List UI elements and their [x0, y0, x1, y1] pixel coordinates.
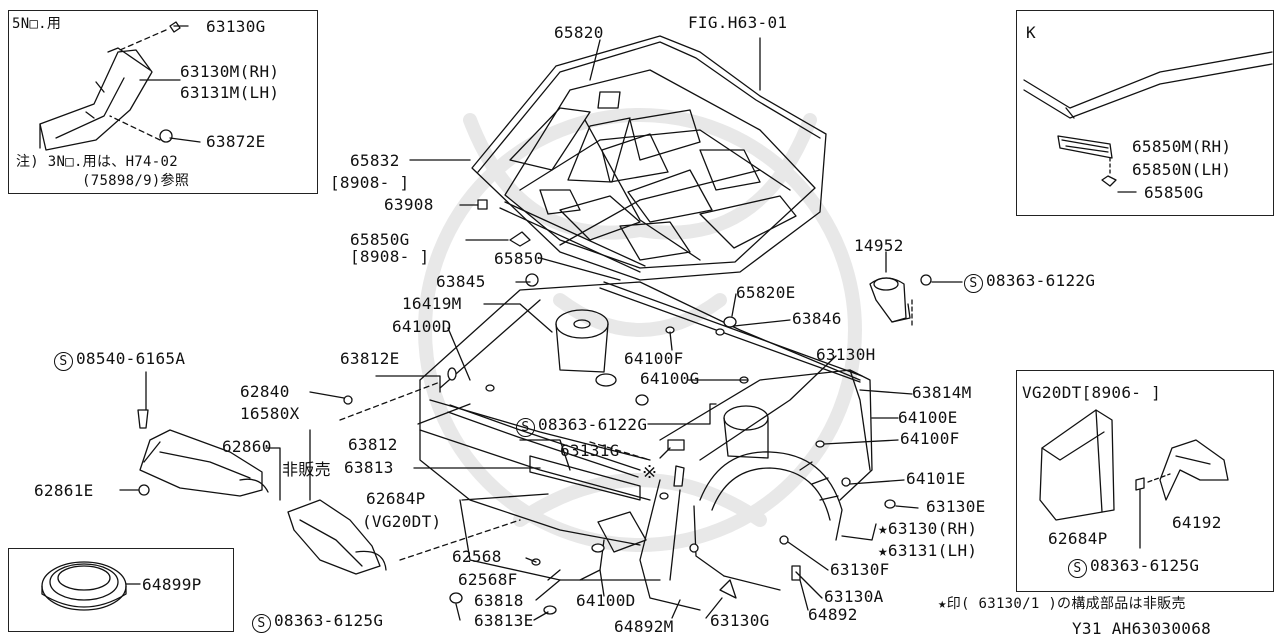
- part-callout-64101E[interactable]: 64101E: [906, 469, 966, 488]
- part-callout-65832[interactable]: 65832: [350, 151, 400, 170]
- part-callout-64100G[interactable]: 64100G: [640, 369, 700, 388]
- part-callout-63130H[interactable]: 63130H: [816, 345, 876, 364]
- bracket-14952: [869, 277, 911, 323]
- inset-5n-artwork: [39, 21, 181, 151]
- part-callout-63908[interactable]: 63908: [384, 195, 434, 214]
- part-callout-64192[interactable]: 64192: [1172, 513, 1222, 532]
- part-callout-14952[interactable]: 14952: [854, 236, 904, 255]
- part-callout-63131G[interactable]: 63131G: [560, 441, 620, 460]
- part-callout-64100D-bottom[interactable]: 64100D: [576, 591, 636, 610]
- part-callout-62840[interactable]: 62840: [240, 382, 290, 401]
- part-callout-63130E[interactable]: 63130E: [926, 497, 986, 516]
- part-callout-62684P-inset[interactable]: 62684P: [1048, 529, 1108, 548]
- part-callout-62684P[interactable]: 62684P: [366, 489, 426, 508]
- s-mark-icon: S: [516, 418, 535, 437]
- part-callout-64899P[interactable]: 64899P: [142, 575, 202, 594]
- part-callout-65850M[interactable]: 65850M(RH): [1132, 137, 1232, 156]
- part-callout-63130M[interactable]: 63130M(RH): [180, 62, 280, 81]
- s-mark-icon: S: [964, 274, 983, 293]
- footer-code: Y31 AH63030068: [1072, 619, 1212, 638]
- inset-5n-note-line2: (75898/9)参照: [82, 173, 190, 189]
- part-callout-63131-lh[interactable]: ★63131(LH): [878, 541, 978, 560]
- inset-vg20dt-box: [1016, 370, 1274, 592]
- part-callout-62568[interactable]: 62568: [452, 547, 502, 566]
- fasteners: [137, 199, 932, 615]
- part-callout-63130G[interactable]: 63130G: [710, 611, 770, 630]
- air-duct-62684P: [287, 499, 387, 575]
- part-callout-63846[interactable]: 63846: [792, 309, 842, 328]
- part-callout-63812E[interactable]: 63812E: [340, 349, 400, 368]
- part-callout-63130-rh[interactable]: ★63130(RH): [878, 519, 978, 538]
- inset-k-artwork: [1023, 51, 1273, 193]
- inset-5n-note-line1: 注) 3N□.用は、H74-02: [16, 154, 178, 170]
- part-callout-63130F[interactable]: 63130F: [830, 560, 890, 579]
- part-callout-63872E[interactable]: 63872E: [206, 132, 266, 151]
- part-callout-63813E[interactable]: 63813E: [474, 611, 534, 630]
- s-mark-icon: S: [1068, 559, 1087, 578]
- part-callout-65820[interactable]: 65820: [554, 23, 604, 42]
- part-callout-64892[interactable]: 64892: [808, 605, 858, 624]
- star-note: ★印( 63130/1 )の構成部品は非販売: [938, 596, 1186, 612]
- inset-5n-box: [8, 10, 318, 194]
- part-callout-16419M[interactable]: 16419M: [402, 294, 462, 313]
- part-callout-65850G[interactable]: 65850G: [350, 230, 410, 249]
- part-callout-62861E[interactable]: 62861E: [34, 481, 94, 500]
- reference-mark: ※: [642, 462, 658, 483]
- date-range-65850G: [8908- ]: [350, 247, 430, 266]
- leader-lines: [119, 25, 963, 621]
- part-callout-63130A[interactable]: 63130A: [824, 587, 884, 606]
- part-callout-64100F-right[interactable]: 64100F: [900, 429, 960, 448]
- part-callout-63814M[interactable]: 63814M: [912, 383, 972, 402]
- inset-seal-artwork: [41, 561, 141, 611]
- part-callout-63818[interactable]: 63818: [474, 591, 524, 610]
- part-callout-62860[interactable]: 62860: [222, 437, 272, 456]
- inset-seal-box: [8, 548, 234, 632]
- part-callout-64100D-top[interactable]: 64100D: [392, 317, 452, 336]
- inset-vg20dt-artwork: [1039, 409, 1229, 549]
- part-callout-63130G-inset[interactable]: 63130G: [206, 17, 266, 36]
- part-callout-65850G-inset[interactable]: 65850G: [1144, 183, 1204, 202]
- part-callout-63131M[interactable]: 63131M(LH): [180, 83, 280, 102]
- air-duct-62860: [139, 429, 269, 497]
- part-callout-16580X[interactable]: 16580X: [240, 404, 300, 423]
- part-callout-62568F[interactable]: 62568F: [458, 570, 518, 589]
- part-callout-64100F[interactable]: 64100F: [624, 349, 684, 368]
- hood-panel: [471, 35, 827, 281]
- s-mark-icon: S: [252, 614, 271, 633]
- part-callout-65850N[interactable]: 65850N(LH): [1132, 160, 1232, 179]
- variant-62684P: (VG20DT): [362, 512, 442, 531]
- figure-id: FIG.H63-01: [688, 13, 788, 32]
- s-mark-icon: S: [54, 352, 73, 371]
- inset-k-heading: K: [1026, 23, 1036, 42]
- part-callout-64892M[interactable]: 64892M: [614, 617, 674, 636]
- inset-vg20dt-heading: VG20DT[8906- ]: [1022, 383, 1162, 402]
- part-callout-65820E[interactable]: 65820E: [736, 283, 796, 302]
- part-callout-63813[interactable]: 63813: [344, 458, 394, 477]
- watermark-emblem: [418, 108, 862, 552]
- inset-5n-heading: 5N□.用: [12, 16, 62, 32]
- part-callout-65850[interactable]: 65850: [494, 249, 544, 268]
- not-for-sale-label: 非販売: [282, 460, 331, 479]
- part-callout-63812[interactable]: 63812: [348, 435, 398, 454]
- inset-k-box: [1016, 10, 1274, 216]
- part-callout-64100E[interactable]: 64100E: [898, 408, 958, 427]
- part-callout-63845[interactable]: 63845: [436, 272, 486, 291]
- date-range-65832: [8908- ]: [330, 173, 410, 192]
